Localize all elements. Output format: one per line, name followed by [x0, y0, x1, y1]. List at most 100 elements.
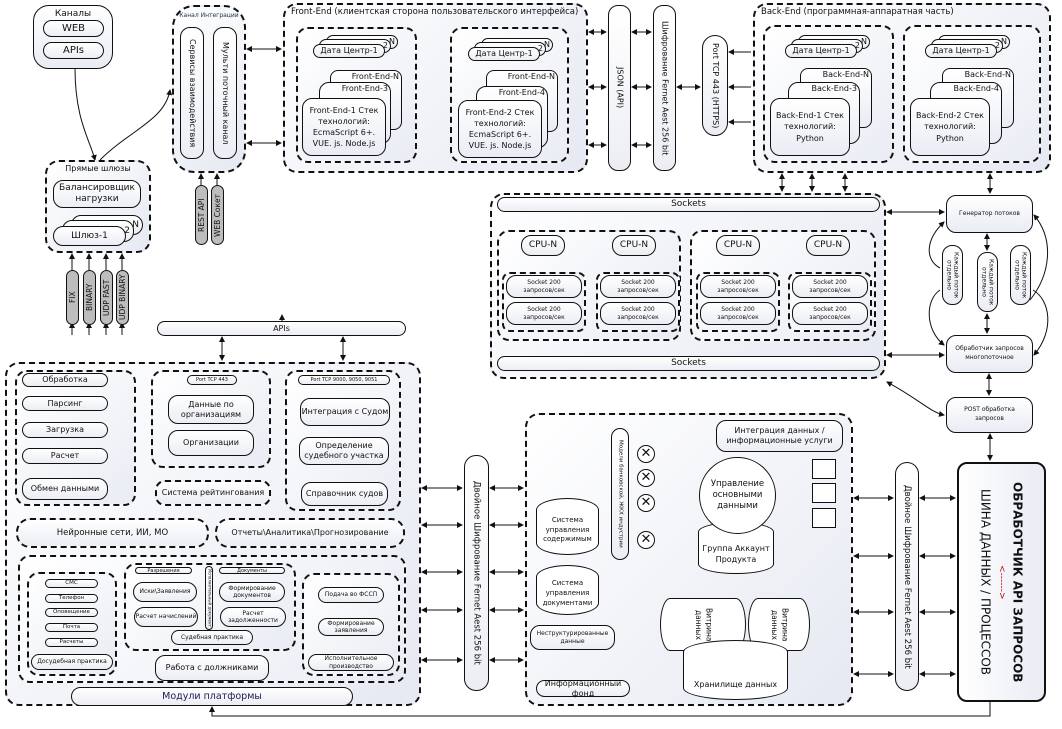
court-claims[interactable]: Иски\Заявления [133, 582, 197, 602]
thread-left: Каждый поток отдельно [942, 245, 963, 305]
socket-node: Socket 200 запросов/сек [792, 275, 868, 298]
court-directory[interactable]: Справочник судов [301, 482, 388, 506]
front-end-2[interactable]: Front-End-2 Стек технологий: EcmaScript … [458, 100, 542, 158]
stack-n-label: N [132, 219, 139, 230]
be-datacenter-1-right[interactable]: Дата Центр-1 [925, 44, 997, 58]
stack-2-label: 2 [994, 41, 1000, 51]
socket-node: Socket 200 запросов/сек [700, 302, 776, 325]
court-doc-generation[interactable]: Формирование документов [219, 582, 285, 602]
backend-title: Back-End (программная-аппаратная часть) [761, 7, 954, 17]
module-loading[interactable]: Загрузка [22, 422, 108, 438]
fe-datacenter-1-left[interactable]: Дата Центр-1 [313, 44, 385, 58]
port-tcp-443: Port TCP 443 (HTTPS) [702, 35, 728, 136]
sockets-bar-top: Sockets [497, 197, 880, 212]
model-x-icon-2: ✕ [637, 469, 655, 487]
court-debt-calc[interactable]: Расчет задолженности [220, 607, 286, 627]
rating-system[interactable]: Система рейтингования [155, 480, 271, 506]
socket-node: Socket 200 запросов/сек [600, 275, 676, 298]
industry-models: Модели банковской, ЖКХ индустрии [611, 428, 629, 560]
platform-modules-footer: Модули платформы [71, 687, 353, 706]
court-practice-title: Судебная практика [171, 630, 253, 645]
thread-middle: Каждый поток отдельно [977, 252, 998, 312]
stack-2-label: 2 [124, 225, 130, 236]
protocol-binary: BINARY [83, 270, 96, 325]
be-datacenter-1-left[interactable]: Дата Центр-1 [785, 44, 857, 58]
sockets-bar-bottom: Sockets [497, 356, 880, 371]
integration-channel-title: Канал Интеграции [179, 12, 239, 19]
court-documents: Документы [219, 567, 285, 574]
pretrial-mail[interactable]: Почта [45, 623, 98, 632]
master-data-management[interactable]: Управление основными данными [699, 457, 776, 534]
gateway-1[interactable]: Шлюз-1 [53, 226, 126, 246]
pretrial-sms[interactable]: СМС [45, 579, 98, 588]
reports-analytics[interactable]: Отчеты\Аналитика\Прогнозирование [215, 518, 405, 548]
pretrial-notification[interactable]: Оповещение [45, 608, 98, 617]
cpu-node: CPU-N [521, 235, 565, 256]
court-integration[interactable]: Интеграция с Судом [300, 398, 390, 426]
double-encryption-left: Двойное Шифрование Fernet Aest 256 bit [464, 455, 489, 691]
socket-node: Socket 200 запросов/сек [506, 275, 582, 298]
stack-n-label: N [1001, 37, 1007, 47]
stack-n-label: N [544, 40, 550, 50]
pretrial-phone[interactable]: Телефон [45, 594, 98, 603]
neural-networks[interactable]: Нейронные сети, ИИ, МО [16, 518, 209, 548]
court-permissions: Разрешения [135, 567, 192, 574]
stack-n-label: N [861, 37, 867, 47]
protocol-web-socket: WEB Сокет [211, 185, 224, 245]
model-x-icon-3: ✕ [637, 494, 655, 512]
cpu-node: CPU-N [612, 235, 656, 256]
apis-bar: APIs [157, 321, 406, 336]
organizations[interactable]: Организации [168, 430, 254, 456]
thread-generator[interactable]: Генератор потоков [946, 195, 1033, 233]
cpu-node: CPU-N [806, 235, 850, 256]
court-district[interactable]: Определение судебного участка [299, 437, 389, 465]
org-port: Port TCP 443 [187, 375, 237, 385]
application-form[interactable]: Формирование заявления [318, 618, 384, 636]
post-handler[interactable]: POST обработка запросов [946, 397, 1033, 433]
fernet-encryption: Шифрование Fernet Aest 256 bit [653, 5, 676, 171]
court-port: Port TCP 9000, 9050, 9051 [298, 375, 390, 385]
pretrial-calculations[interactable]: Расчеты [45, 638, 98, 647]
json-api: JSON (API) [608, 5, 631, 171]
channel-apis[interactable]: APIs [43, 42, 104, 59]
back-end-2[interactable]: Back-End-2 Стек технологий: Python [910, 98, 990, 156]
front-end-1[interactable]: Front-End-1 Стек технологий: EcmaScript … [302, 98, 386, 156]
channels-title: Каналы [54, 9, 92, 19]
data-integration-services: Интеграция данных / информационные услуг… [716, 420, 843, 452]
frontend-title: Front-End (клиентская сторона пользовате… [291, 7, 579, 17]
fe-datacenter-1-right[interactable]: Дата Центр-1 [468, 47, 540, 61]
stack-n-label: N [389, 37, 395, 47]
socket-node: Socket 200 запросов/сек [700, 275, 776, 298]
channel-web[interactable]: WEB [43, 20, 104, 37]
module-data-exchange[interactable]: Обмен данными [22, 478, 108, 500]
protocol-rest-api: REST API [195, 185, 208, 245]
request-handler[interactable]: Обработчик запросов многопоточное [946, 335, 1033, 373]
api-request-handler: ОБРАБОТЧИК API ЗАПРОСОВ <------> ШИНА ДА… [957, 462, 1046, 702]
module-calculation[interactable]: Расчет [22, 448, 108, 464]
protocol-udp-binary: UDP BINARY [116, 270, 129, 325]
double-encryption-right: Двойное Шифрование Fernet Aest 256 bit [895, 462, 919, 691]
fssp-submission[interactable]: Подача во ФССП [318, 587, 384, 603]
output-box-2 [812, 483, 836, 503]
multithread-channel: Мульти поточный канал [213, 27, 237, 159]
org-data[interactable]: Данные по организациям [168, 395, 254, 424]
module-processing[interactable]: Обработка [22, 373, 108, 387]
model-x-icon-1: ✕ [637, 445, 655, 463]
document-management-system: Система управления документами [536, 565, 599, 615]
channels-group: Каналы [33, 5, 113, 69]
debtors-work[interactable]: Работа с должниками [155, 655, 269, 681]
data-bus-label: ШИНА ДАННЫХ / ПРОЦЕССОВ [978, 488, 993, 675]
pretrial-title: Досудебная практика [31, 654, 113, 670]
content-management-system: Система управления содержимым [536, 498, 599, 555]
module-parsing[interactable]: Парсинг [22, 396, 108, 411]
gateways-title: Прямые шлюзы [65, 164, 131, 173]
load-balancer[interactable]: Балансировщик нагрузки [53, 180, 141, 208]
back-end-1[interactable]: Back-End-1 Стек технологий: Python [770, 98, 850, 156]
interaction-services: Сервисы взаимодействия [180, 27, 204, 159]
court-accruals[interactable]: Расчет начислений [134, 607, 198, 627]
output-box-1 [812, 459, 836, 479]
protocol-fix: FIX [66, 270, 79, 325]
data-warehouse: Хранилище данных [683, 640, 788, 700]
enforcement-title: Исполнительное производство [308, 654, 394, 671]
